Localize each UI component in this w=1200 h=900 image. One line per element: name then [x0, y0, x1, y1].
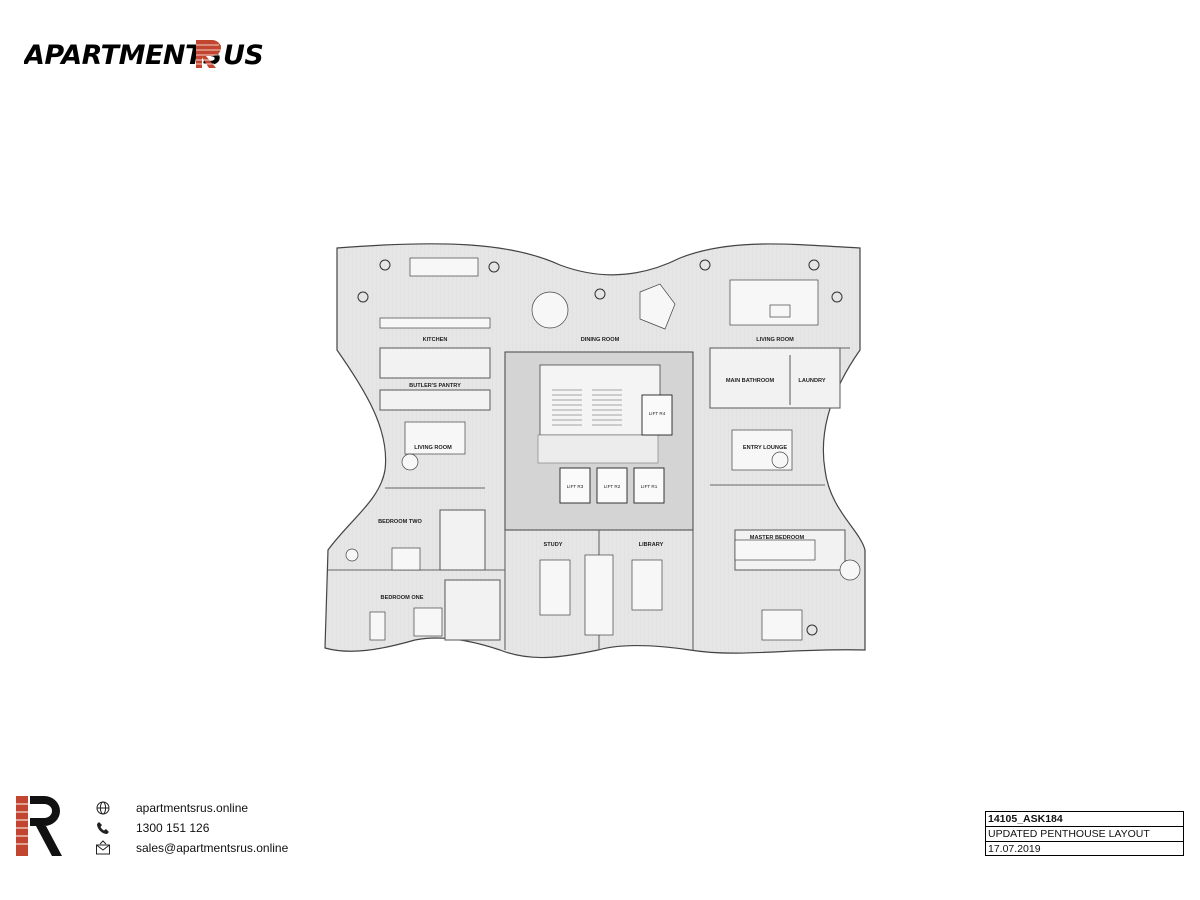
contact-email-row: sales@apartmentsrus.online: [94, 838, 354, 858]
drawing-number: 14105_ASK184: [986, 812, 1183, 827]
label-kitchen: KITCHEN: [423, 337, 448, 343]
label-entry-lounge: ENTRY LOUNGE: [743, 445, 787, 451]
website-link[interactable]: apartmentsrus.online: [136, 801, 249, 815]
footer-brick-r-icon: [14, 796, 66, 858]
label-bedroom-two: BEDROOM TWO: [378, 519, 422, 525]
label-laundry: LAUNDRY: [798, 378, 825, 384]
lift-r3: [559, 467, 591, 504]
label-library: LIBRARY: [639, 542, 664, 548]
label-living-room-west: LIVING ROOM: [414, 445, 452, 451]
phone-icon: [94, 819, 112, 837]
stair: [552, 389, 622, 426]
lift-r4-label: LIFT R4: [649, 411, 666, 416]
globe-icon: [94, 799, 112, 817]
label-butlers-pantry: BUTLER'S PANTRY: [409, 383, 461, 389]
label-main-bathroom: MAIN BATHROOM: [726, 378, 775, 384]
lift-r2: [596, 467, 628, 504]
lift-r1-label: LIFT R1: [641, 484, 658, 489]
mail-icon: [94, 839, 112, 857]
contact-info: apartmentsrus.online 1300 151 126 sales@…: [94, 798, 354, 858]
brand-logo: APARTMENTS US: [24, 30, 264, 80]
drawing-date: 17.07.2019: [988, 843, 1041, 855]
structural-columns: [357, 259, 843, 636]
label-dining-room: DINING ROOM: [581, 337, 620, 343]
floor-plan: LIFT R4 LIFT R3 LIFT R2 LIFT R1: [320, 230, 880, 670]
brand-name-left: APARTMENTS: [24, 40, 222, 71]
brick-r-icon: [196, 40, 221, 68]
lift-r1: [633, 467, 665, 504]
label-master-bedroom: MASTER BEDROOM: [750, 535, 805, 541]
phone-number[interactable]: 1300 151 126: [136, 821, 210, 835]
label-bedroom-one: BEDROOM ONE: [381, 595, 424, 601]
lift-r4: [641, 394, 673, 436]
brand-name-right: US: [223, 40, 263, 71]
furniture: [345, 257, 861, 641]
label-living-room-east: LIVING ROOM: [756, 337, 794, 343]
contact-website-row: apartmentsrus.online: [94, 798, 354, 818]
lift-r2-label: LIFT R2: [604, 484, 621, 489]
lift-r3-label: LIFT R3: [567, 484, 584, 489]
drawing-title: UPDATED PENTHOUSE LAYOUT: [986, 827, 1183, 842]
label-study: STUDY: [544, 542, 563, 548]
contact-phone-row: 1300 151 126: [94, 818, 354, 838]
drawing-title-block: 14105_ASK184 UPDATED PENTHOUSE LAYOUT 17…: [985, 811, 1184, 856]
email-link[interactable]: sales@apartmentsrus.online: [136, 841, 289, 855]
